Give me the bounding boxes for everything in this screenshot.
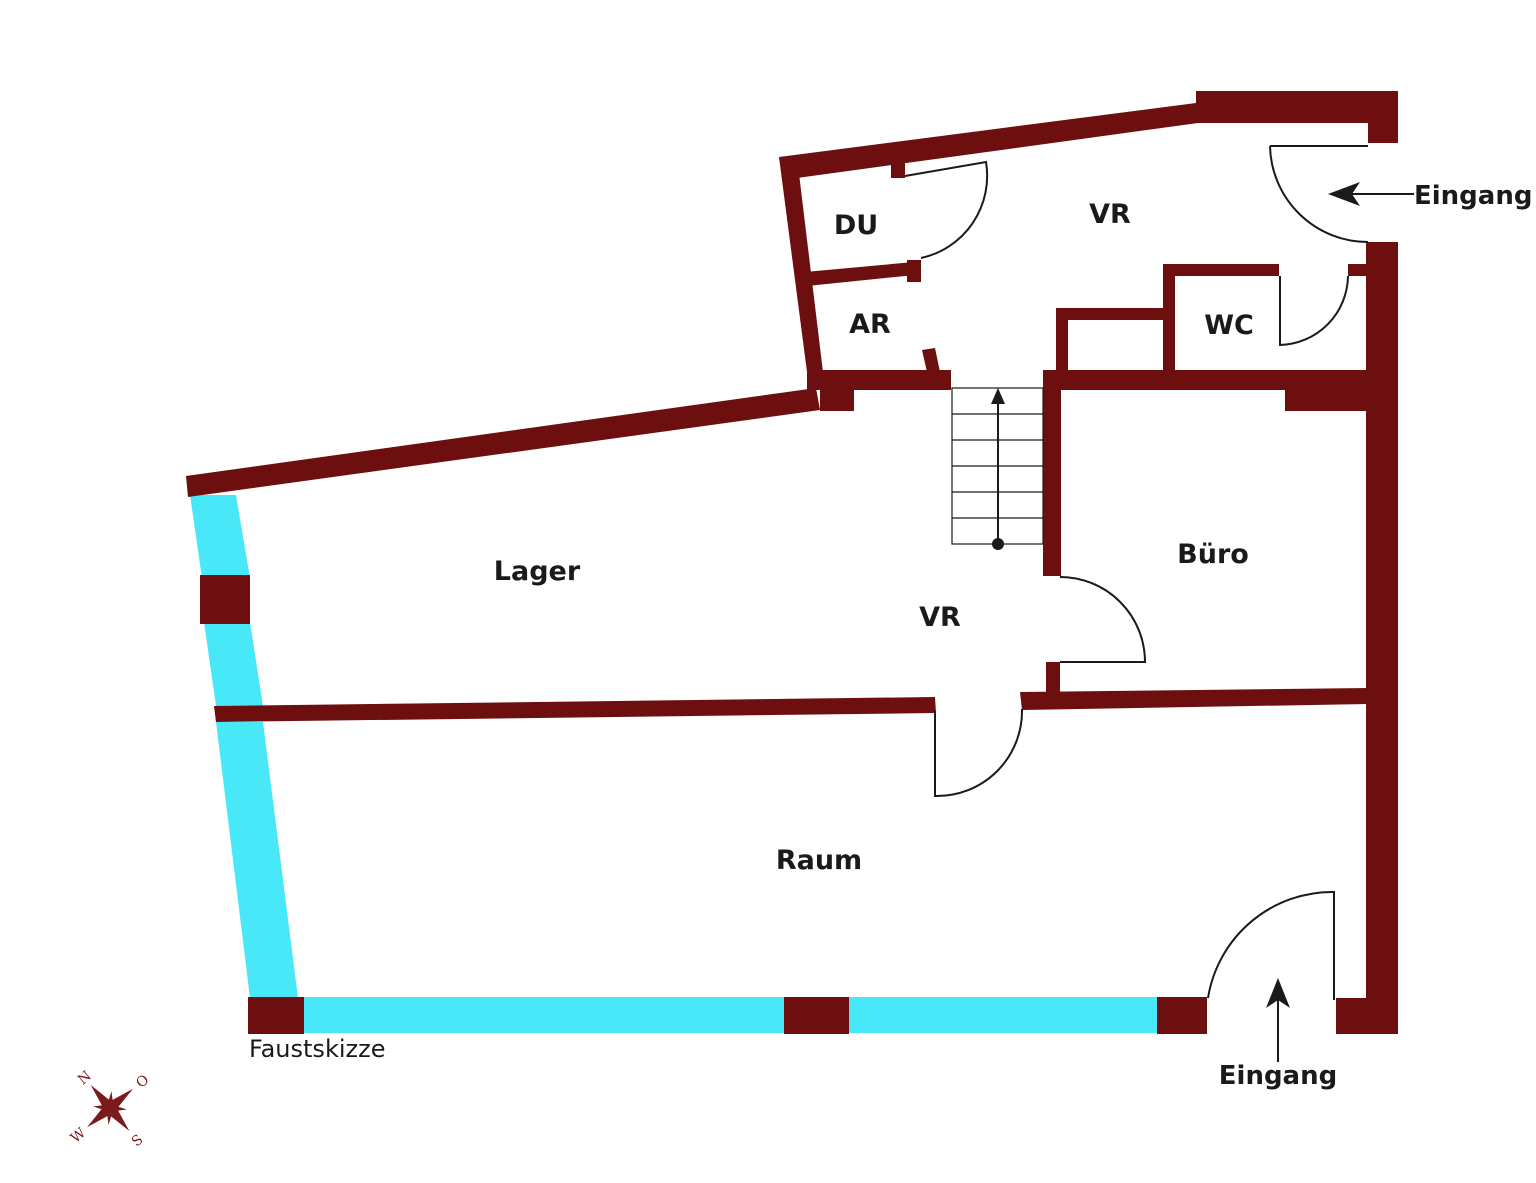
- stair-arrow-icon: [991, 388, 1005, 404]
- wall-under-ar-block: [820, 385, 854, 411]
- window-bottom-left: [303, 997, 785, 1033]
- room-label-vr-middle: VR: [919, 602, 961, 633]
- door-jamb-du-top: [891, 158, 905, 178]
- doors: [904, 145, 1369, 1000]
- room-label-raum: Raum: [776, 845, 862, 876]
- wall-du-ar: [805, 262, 915, 286]
- wall-lager-raum: [214, 697, 936, 722]
- compass-n: N: [75, 1068, 95, 1088]
- wall-small-room-top: [1056, 308, 1166, 320]
- wall-upper-left: [779, 157, 823, 372]
- room-label-vr-top: VR: [1089, 199, 1131, 230]
- wall-right-bottom-jamb: [1336, 998, 1398, 1034]
- wall-buero-corner-block: [1285, 380, 1369, 411]
- window-bottom-right: [848, 997, 1158, 1033]
- room-label-buero: Büro: [1177, 539, 1249, 570]
- wall-wc-top: [1163, 264, 1279, 276]
- wall-bottom-pier-left: [248, 997, 304, 1034]
- wall-upper-slanted: [779, 103, 1198, 178]
- door-jamb-du-bottom: [907, 260, 921, 282]
- wall-wc-left: [1163, 264, 1175, 376]
- window-left-upper: [190, 495, 250, 578]
- door-wc: [1279, 275, 1349, 347]
- door-entrance-bottom: [1207, 890, 1335, 1000]
- wall-small-room-left: [1056, 308, 1068, 374]
- compass-w: W: [68, 1125, 90, 1147]
- door-jamb-ar: [922, 348, 940, 372]
- door-buero: [1059, 576, 1147, 663]
- room-label-ar: AR: [849, 309, 891, 340]
- wall-stair-right: [1043, 370, 1061, 576]
- door-raum: [934, 708, 1024, 798]
- wall-left-pier: [200, 575, 250, 624]
- entrance-label-right: Eingang: [1414, 181, 1532, 211]
- door-du: [904, 160, 989, 259]
- wall-right-outer: [1366, 242, 1398, 1034]
- compass-o: O: [133, 1072, 152, 1092]
- walls: [186, 91, 1398, 1034]
- room-label-lager: Lager: [494, 556, 581, 587]
- wall-bottom-pier-middle: [784, 997, 849, 1034]
- room-label-du: DU: [834, 210, 878, 241]
- compass-rose-icon: N S W O: [68, 1068, 153, 1150]
- wall-top-right-block: [1196, 91, 1398, 123]
- entrance-label-bottom: Eingang: [1219, 1061, 1337, 1091]
- wall-raum-buero: [1020, 688, 1368, 710]
- door-entrance-top: [1269, 145, 1369, 243]
- staircase: [951, 387, 1044, 550]
- window-left-lower: [216, 722, 298, 998]
- wall-top-right-jamb: [1368, 91, 1398, 143]
- arrow-bottom-icon: [1266, 978, 1290, 1008]
- windows: [190, 495, 1158, 1033]
- window-left-middle: [204, 622, 263, 706]
- arrow-right-icon: [1328, 182, 1360, 206]
- wall-buero-door-jamb: [1046, 662, 1060, 696]
- wall-lager-top: [186, 388, 820, 497]
- wall-bottom-pier-right: [1157, 997, 1207, 1034]
- wall-wc-jamb: [1348, 264, 1368, 276]
- room-label-wc: WC: [1204, 310, 1254, 341]
- compass-s: S: [129, 1132, 147, 1150]
- entrance-arrows: [1266, 182, 1414, 1062]
- stair-start-dot: [992, 538, 1004, 550]
- sketch-note: Faustskizze: [249, 1035, 385, 1063]
